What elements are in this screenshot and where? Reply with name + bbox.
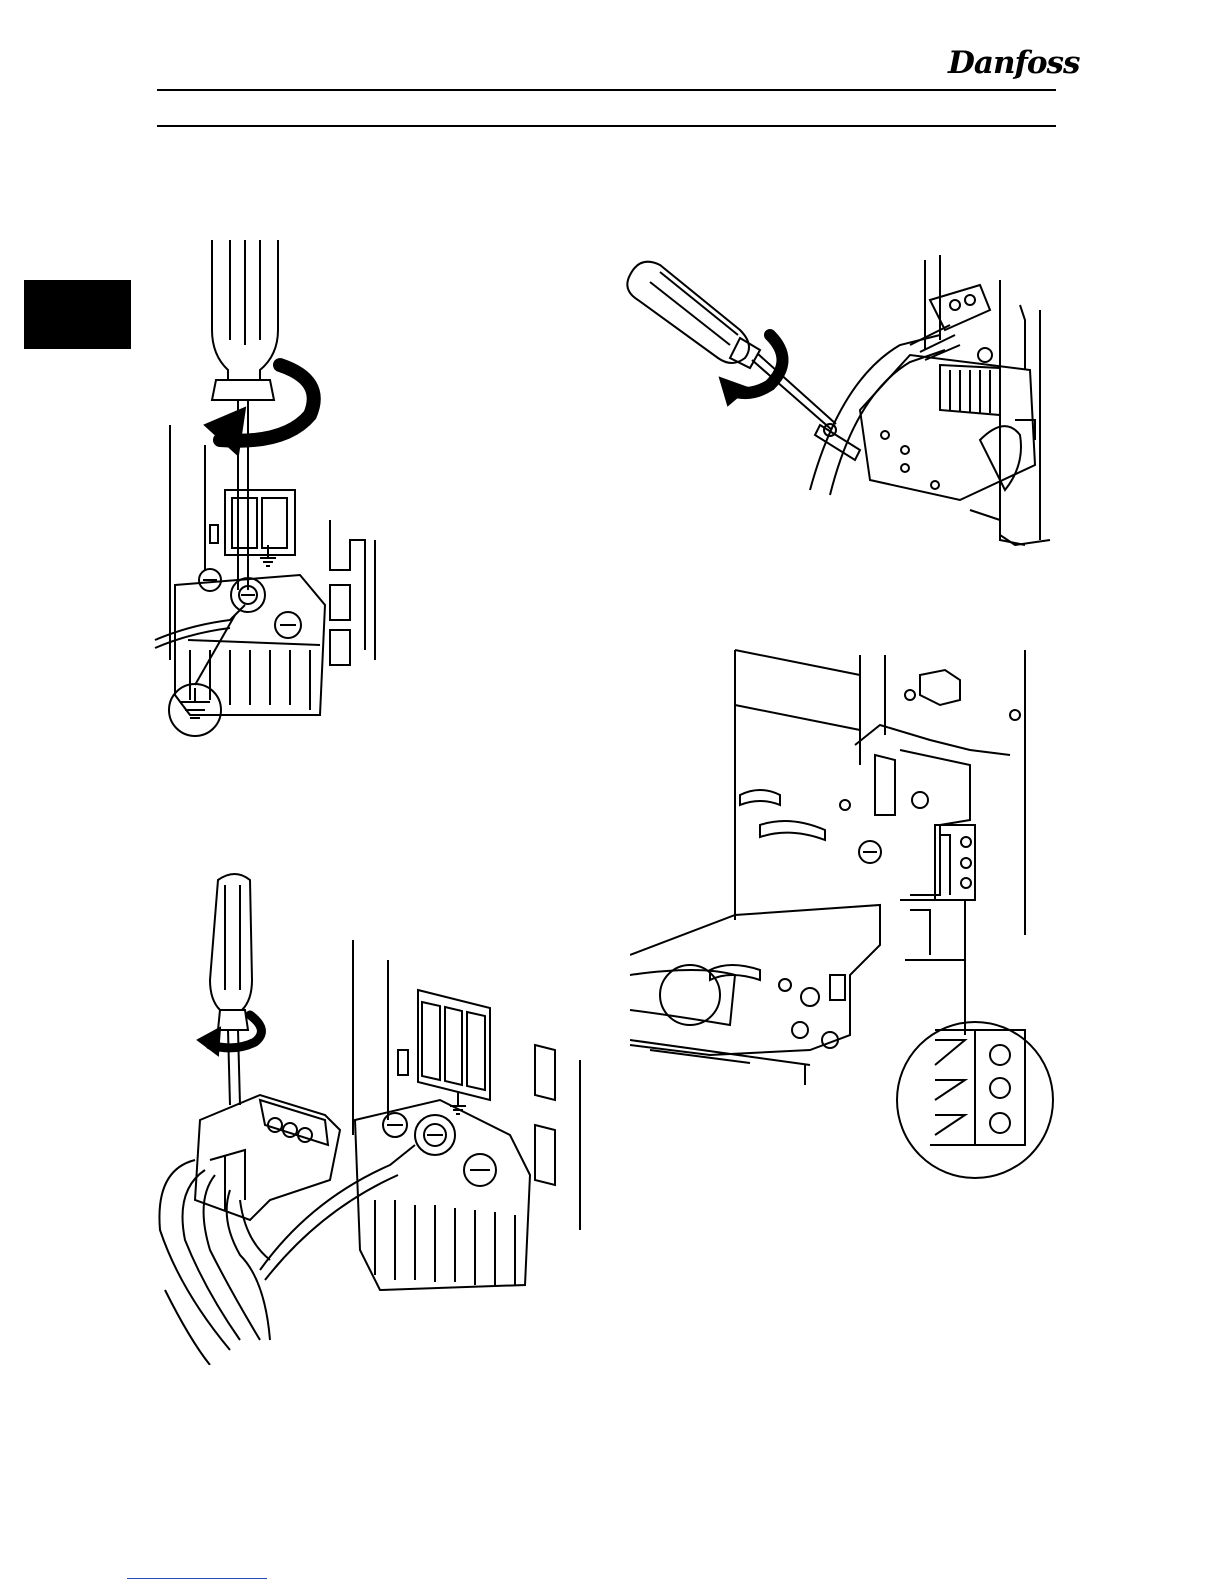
figure-cable-clamp (620, 250, 1060, 560)
plug-connector-screwdriver-illustration (150, 870, 590, 1365)
figure-plug-connector (150, 870, 590, 1365)
chapter-tab-marker (24, 280, 131, 349)
header-rule-top (157, 89, 1056, 91)
terminal-block-detail-illustration (630, 645, 1055, 1185)
cable-clamp-screwdriver-illustration (620, 250, 1060, 560)
ground-terminal-screwdriver-illustration (150, 240, 390, 740)
footer-link-underline[interactable] (127, 1578, 267, 1579)
header-rule-bottom (157, 125, 1056, 127)
figure-ground-terminal (150, 240, 390, 740)
figure-terminal-detail (630, 645, 1055, 1185)
danfoss-logo: Danfoss (948, 44, 1056, 82)
